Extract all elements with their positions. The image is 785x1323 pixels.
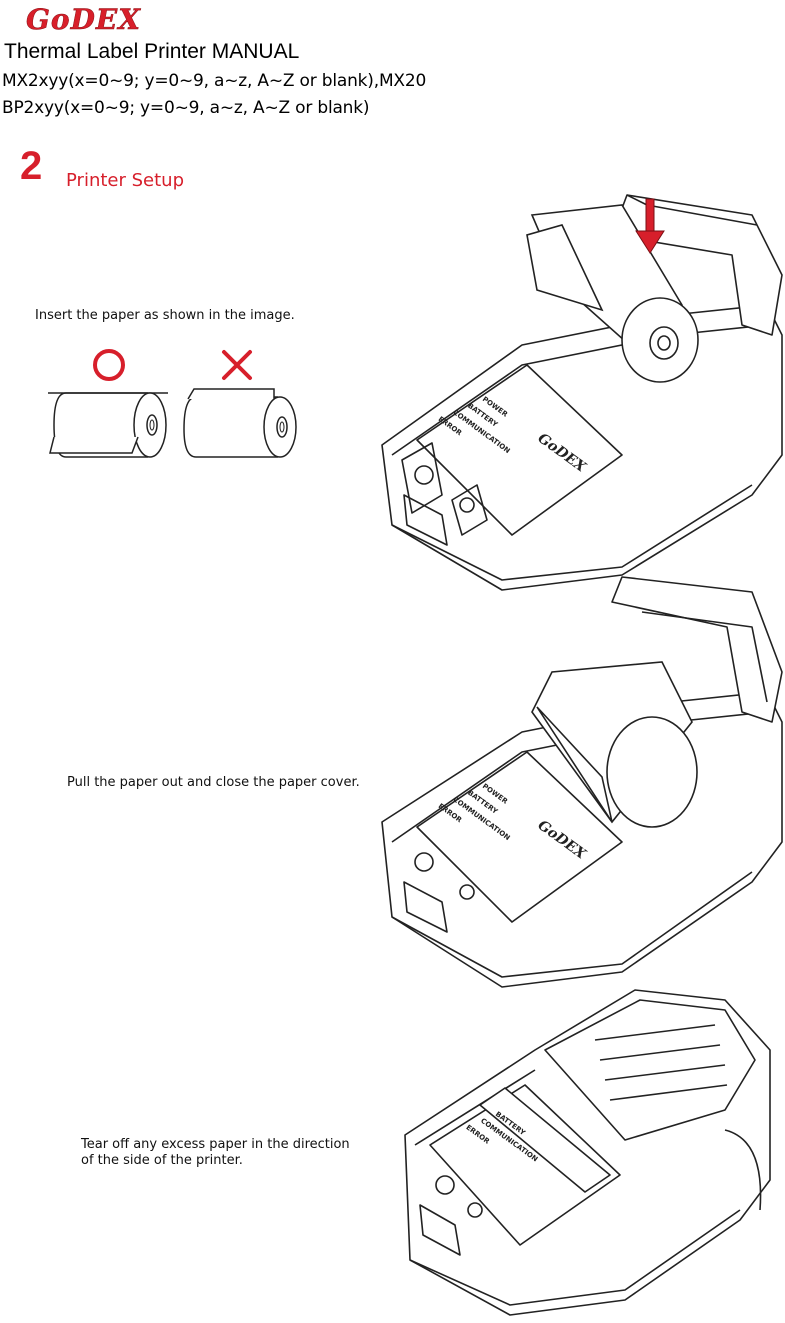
section-title: Printer Setup (66, 170, 184, 191)
step3-instruction: Tear off any excess paper in the directi… (81, 1137, 381, 1169)
printer-close-cover-illustration: POWER BATTERY COMMUNICATION ERROR GoDEX (381, 576, 783, 988)
wrong-mark-icon (222, 350, 252, 380)
insert-arrow-icon (635, 198, 665, 254)
godex-logo: GoDEX (26, 3, 141, 37)
manual-title: Thermal Label Printer MANUAL (4, 40, 300, 63)
model-line-1: MX2xyy(x=0~9; y=0~9, a~z, A~Z or blank),… (2, 71, 427, 91)
printer-open-insert-illustration: POWER BATTERY COMMUNICATION ERROR GoDEX (381, 194, 783, 591)
correct-mark-icon (93, 349, 125, 381)
section-number: 2 (20, 144, 43, 188)
printer-closed-tear-illustration: BATTERY COMMUNICATION ERROR (404, 989, 771, 1316)
paper-roll-correct-icon (48, 392, 168, 458)
step2-instruction: Pull the paper out and close the paper c… (67, 775, 360, 790)
step3-line2: of the side of the printer. (81, 1153, 243, 1168)
model-line-2: BP2xyy(x=0~9; y=0~9, a~z, A~Z or blank) (2, 98, 370, 118)
step3-line1: Tear off any excess paper in the directi… (81, 1137, 350, 1152)
step1-instruction: Insert the paper as shown in the image. (35, 308, 295, 323)
paper-roll-wrong-icon (183, 388, 297, 458)
